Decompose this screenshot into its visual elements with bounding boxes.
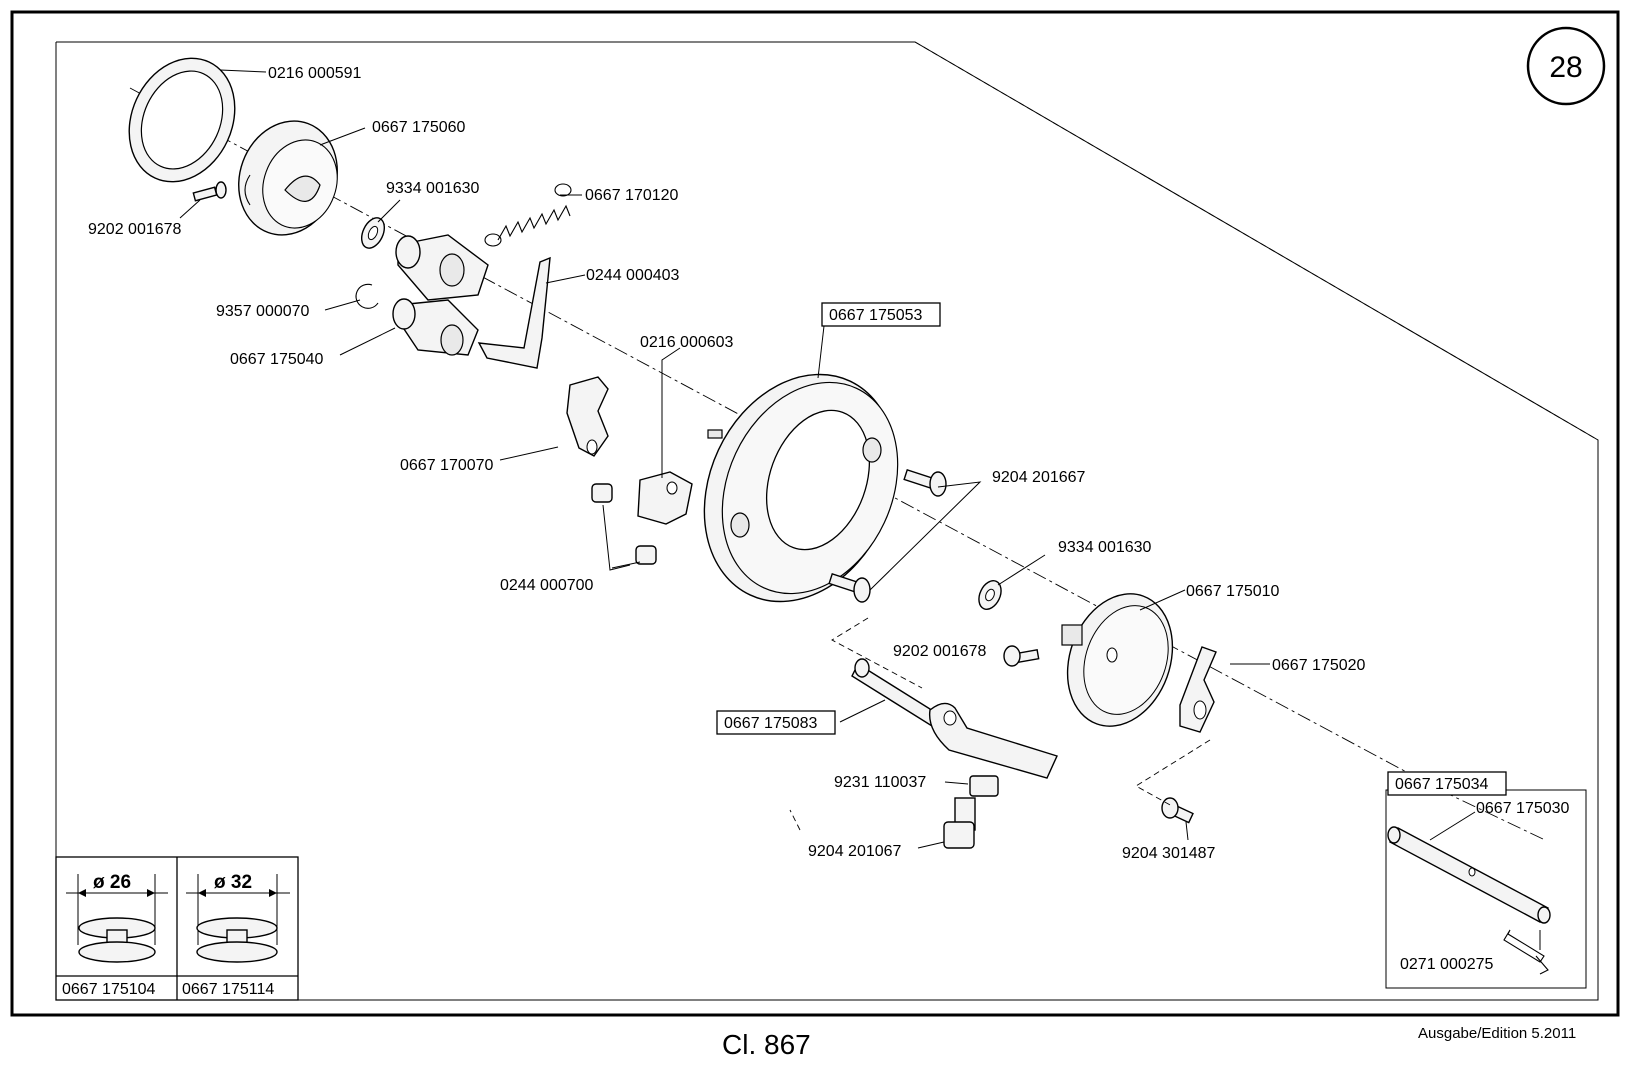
shaft-part xyxy=(1387,826,1551,924)
label-9357-000070: 9357 000070 xyxy=(216,303,310,320)
label-9231-110037: 9231 110037 xyxy=(834,774,926,791)
label-0271-000275: 0271 000275 xyxy=(1400,956,1494,973)
sleeve-part-upper xyxy=(395,234,489,301)
bobbin-2-diameter: ø 32 xyxy=(214,872,252,893)
bobbin-1-diameter: ø 26 xyxy=(93,872,131,893)
housing-ring-part xyxy=(703,373,899,603)
clip-part xyxy=(1503,929,1549,975)
label-9204-201067: 9204 201067 xyxy=(808,843,902,860)
screw-part-b xyxy=(903,469,947,497)
bobbin-1-drawing xyxy=(66,874,168,963)
lever-part xyxy=(851,658,1058,779)
label-0216-000591: 0216 000591 xyxy=(268,65,362,82)
cap-screw-part xyxy=(943,797,976,849)
label-9334-001630-upper: 9334 001630 xyxy=(386,180,480,197)
label-0667-175060: 0667 175060 xyxy=(372,119,466,136)
assembly-axis-end xyxy=(1439,789,1546,841)
label-box-0667-175034 xyxy=(1387,771,1507,796)
page-frame xyxy=(10,10,1620,1017)
edition-label: Ausgabe/Edition 5.2011 xyxy=(1418,1025,1576,1042)
nut-part xyxy=(969,775,999,797)
label-0667-170120: 0667 170120 xyxy=(585,187,679,204)
label-9202-001678-upper: 9202 001678 xyxy=(88,221,182,238)
label-9202-001678-lower: 9202 001678 xyxy=(893,643,987,660)
washer-part-lower xyxy=(978,580,1002,610)
ring-part xyxy=(128,57,236,183)
block-part xyxy=(637,471,693,525)
sleeve-part-lower xyxy=(392,298,479,356)
disc-part xyxy=(1061,593,1174,727)
label-0216-000603: 0216 000603 xyxy=(640,334,734,351)
model-label: Cl. 867 xyxy=(722,1029,811,1060)
page-number-circle xyxy=(1526,26,1606,106)
label-0667-175020: 0667 175020 xyxy=(1272,657,1366,674)
set-screw-part-b xyxy=(635,545,657,565)
label-0244-000700: 0244 000700 xyxy=(500,577,594,594)
screw-part xyxy=(192,181,227,202)
bobbin-2-part: 0667 175114 xyxy=(182,981,274,998)
washer-part xyxy=(360,217,386,249)
label-0244-000403: 0244 000403 xyxy=(586,267,680,284)
label-9334-001630-lower: 9334 001630 xyxy=(1058,539,1152,556)
page-number: 28 xyxy=(1549,51,1582,84)
set-screw-part-a xyxy=(591,483,613,503)
label-box-0667-175083 xyxy=(716,710,836,735)
hook-body-part xyxy=(238,120,338,236)
frame-dashed-edge xyxy=(914,41,1599,441)
screw-part-lower xyxy=(1003,645,1040,667)
bobbin-1-part: 0667 175104 xyxy=(62,981,156,998)
label-9204-301487: 9204 301487 xyxy=(1122,845,1216,862)
retaining-ring-part xyxy=(355,283,379,309)
label-0667-175040: 0667 175040 xyxy=(230,351,324,368)
label-0667-175010: 0667 175010 xyxy=(1186,583,1280,600)
bobbin-2-drawing xyxy=(186,874,290,963)
label-0667-170070: 0667 170070 xyxy=(400,457,494,474)
screw-part-c xyxy=(828,573,871,603)
label-box-0667-175053 xyxy=(821,302,941,327)
label-0667-175034: 0667 175034 xyxy=(1395,776,1489,793)
label-0667-175053: 0667 175053 xyxy=(829,307,923,324)
label-0667-175083: 0667 175083 xyxy=(724,715,818,732)
latch-part xyxy=(1179,646,1217,733)
assembly-frame xyxy=(55,41,1599,1001)
bracket-part xyxy=(477,256,551,369)
label-9204-201667: 9204 201667 xyxy=(992,469,1086,486)
clamp-part xyxy=(566,376,609,457)
screw-part-d xyxy=(1161,797,1194,824)
label-0667-175030: 0667 175030 xyxy=(1476,800,1570,817)
spring-part xyxy=(484,183,572,247)
